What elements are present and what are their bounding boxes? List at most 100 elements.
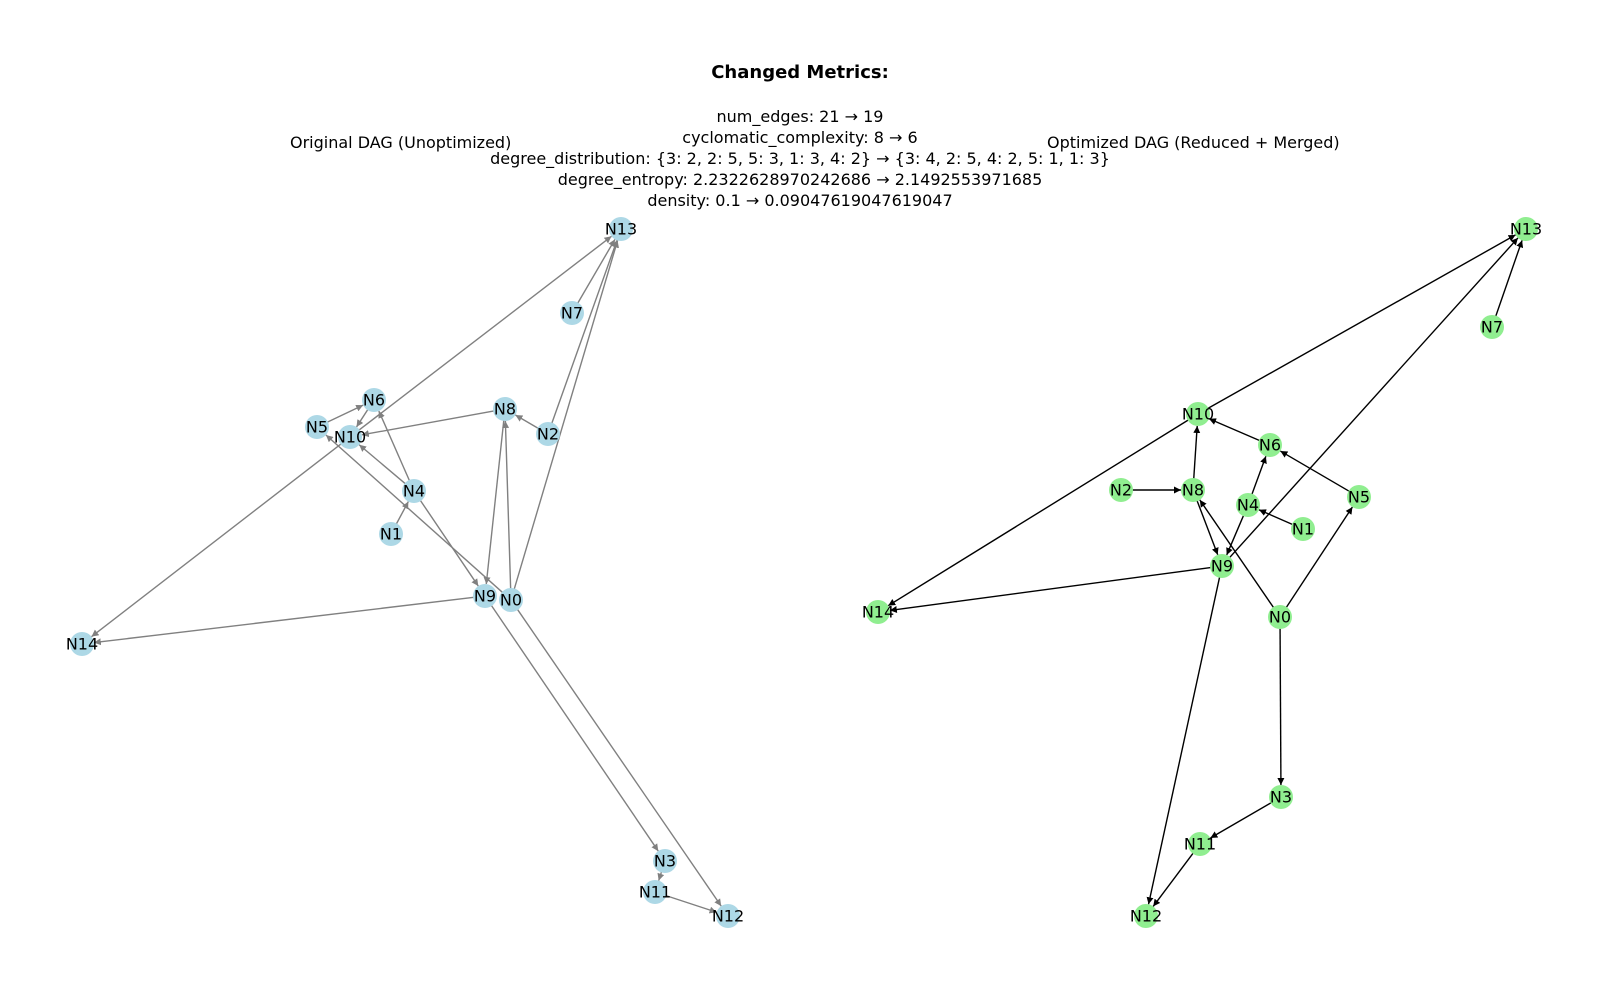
original-node-circle — [305, 415, 329, 439]
original-node-n8[interactable]: N8 — [493, 397, 517, 421]
original-node-label: N1 — [380, 525, 402, 544]
original-node-label: N5 — [306, 418, 328, 437]
optimized-node-label: N3 — [1270, 788, 1292, 807]
optimized-edge-n5-n6 — [1280, 450, 1356, 496]
optimized-node-label: N10 — [1182, 405, 1214, 424]
optimized-edge-n9-n12 — [1146, 570, 1222, 905]
original-node-n6[interactable]: N6 — [362, 388, 386, 412]
optimized-node-label: N11 — [1184, 835, 1216, 854]
original-node-label: N13 — [605, 220, 637, 239]
optimized-node-circle — [1347, 485, 1371, 509]
original-edge-n7-n13 — [573, 239, 616, 310]
optimized-node-label: N8 — [1182, 481, 1204, 500]
optimized-node-n1[interactable]: N1 — [1291, 517, 1315, 541]
optimized-edge-n9-n13 — [1224, 237, 1519, 563]
optimized-node-circle — [1181, 478, 1205, 502]
original-node-n9[interactable]: N9 — [473, 584, 497, 608]
original-node-n11[interactable]: N11 — [639, 880, 671, 904]
original-node-label: N3 — [654, 852, 676, 871]
original-edge-n8-n10 — [361, 409, 501, 438]
original-edge-n5-n6 — [321, 404, 364, 426]
optimized-node-n12[interactable]: N12 — [1130, 904, 1162, 928]
original-node-n7[interactable]: N7 — [560, 301, 584, 325]
optimized-node-label: N6 — [1259, 436, 1281, 455]
optimized-node-n3[interactable]: N3 — [1269, 785, 1293, 809]
original-node-label: N2 — [537, 425, 559, 444]
optimized-node-n8[interactable]: N8 — [1181, 478, 1205, 502]
original-edge-n9-n3 — [487, 599, 659, 852]
optimized-edge-n0-n5 — [1282, 506, 1353, 614]
optimized-node-label: N0 — [1269, 608, 1291, 627]
optimized-edge-n1-n4 — [1258, 509, 1299, 528]
optimized-node-circle — [1236, 493, 1260, 517]
original-node-n4[interactable]: N4 — [402, 479, 426, 503]
original-edge-n0-n12 — [513, 603, 722, 907]
original-node-label: N4 — [403, 482, 425, 501]
original-node-circle — [653, 849, 677, 873]
original-node-label: N8 — [494, 400, 516, 419]
optimized-node-n10[interactable]: N10 — [1182, 402, 1214, 426]
original-node-label: N11 — [639, 883, 671, 902]
optimized-node-n6[interactable]: N6 — [1258, 433, 1282, 457]
original-edge-n11-n12 — [659, 892, 717, 914]
original-node-circle — [493, 397, 517, 421]
optimized-node-circle — [1258, 433, 1282, 457]
optimized-node-n0[interactable]: N0 — [1268, 605, 1292, 629]
optimized-dag-edges — [887, 234, 1524, 907]
original-node-n10[interactable]: N10 — [334, 425, 366, 449]
optimized-node-circle — [1109, 478, 1133, 502]
original-node-circle — [716, 904, 740, 928]
optimized-node-n5[interactable]: N5 — [1347, 485, 1371, 509]
metric-degree-entropy: degree_entropy: 2.2322628970242686 → 2.1… — [557, 170, 1043, 189]
original-edge-n0-n8 — [502, 420, 512, 596]
original-dag-title: Original DAG (Unoptimized) — [290, 133, 512, 152]
optimized-node-label: N13 — [1510, 220, 1542, 239]
original-node-circle — [499, 588, 523, 612]
original-dag-edges — [91, 235, 722, 914]
metric-cyclomatic-complexity: cyclomatic_complexity: 8 → 6 — [682, 128, 918, 147]
optimized-node-label: N12 — [1130, 907, 1162, 926]
original-edge-n10-n13 — [353, 235, 612, 435]
optimized-node-label: N4 — [1237, 496, 1259, 515]
optimized-edge-n0-n3 — [1277, 621, 1285, 786]
original-node-n1[interactable]: N1 — [379, 522, 403, 546]
original-node-label: N12 — [712, 907, 744, 926]
metric-density: density: 0.1 → 0.09047619047619047 — [647, 191, 953, 210]
original-node-circle — [70, 632, 94, 656]
original-node-n0[interactable]: N0 — [499, 588, 523, 612]
optimized-node-n2[interactable]: N2 — [1109, 478, 1133, 502]
original-edge-n4-n10 — [358, 444, 411, 489]
original-node-label: N9 — [474, 587, 496, 606]
optimized-node-n9[interactable]: N9 — [1210, 554, 1234, 578]
optimized-node-n14[interactable]: N14 — [862, 600, 894, 624]
original-edge-n9-n14 — [93, 595, 481, 646]
optimized-edge-n6-n10 — [1208, 418, 1266, 444]
optimized-node-n13[interactable]: N13 — [1510, 217, 1542, 241]
original-node-label: N7 — [561, 304, 583, 323]
original-node-n5[interactable]: N5 — [305, 415, 329, 439]
optimized-node-circle — [1188, 832, 1212, 856]
optimized-edge-n10-n14 — [887, 415, 1195, 607]
optimized-node-n7[interactable]: N7 — [1480, 315, 1504, 339]
metric-degree-distribution: degree_distribution: {3: 2, 2: 5, 5: 3, … — [490, 149, 1110, 168]
original-node-circle — [609, 217, 633, 241]
original-node-n13[interactable]: N13 — [605, 217, 637, 241]
original-node-n3[interactable]: N3 — [653, 849, 677, 873]
optimized-node-n4[interactable]: N4 — [1236, 493, 1260, 517]
optimized-node-circle — [1480, 315, 1504, 339]
optimized-node-label: N7 — [1481, 318, 1503, 337]
original-edge-n10-n14 — [91, 439, 347, 638]
original-node-n12[interactable]: N12 — [712, 904, 744, 928]
optimized-edge-n8-n10 — [1192, 425, 1201, 486]
optimized-edge-n8-n9 — [1194, 494, 1219, 556]
optimized-node-label: N9 — [1211, 557, 1233, 576]
optimized-edge-n9-n14 — [889, 565, 1218, 613]
original-node-n14[interactable]: N14 — [66, 632, 98, 656]
optimized-node-n11[interactable]: N11 — [1184, 832, 1216, 856]
optimized-edge-n4-n6 — [1248, 456, 1267, 501]
original-node-n2[interactable]: N2 — [536, 422, 560, 446]
